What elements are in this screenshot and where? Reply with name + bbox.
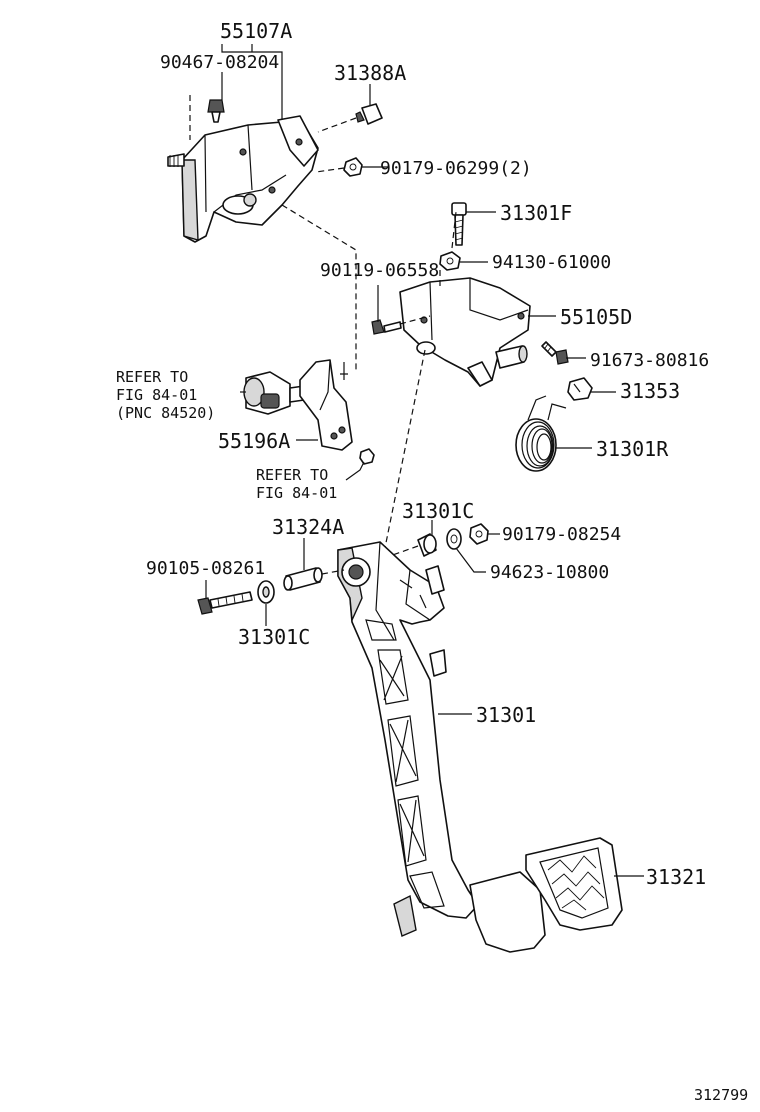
label-90179-06299: 90179-06299(2)	[380, 158, 532, 179]
label-refer-to-1: REFER TO	[116, 368, 188, 386]
pedal-pad-31321	[525, 837, 623, 931]
figure-id: 312799	[694, 1086, 748, 1104]
label-90467-08204: 90467-08204	[160, 52, 279, 73]
label-90105-08261: 90105-08261	[146, 558, 265, 579]
label-55107A: 55107A	[220, 19, 292, 43]
nut-90179-06299	[315, 157, 363, 177]
spring-31301R	[515, 395, 567, 472]
label-31301C-bottom: 31301C	[238, 625, 310, 649]
bolt-90119-06558	[371, 285, 431, 335]
label-90179-08254: 90179-08254	[502, 524, 621, 545]
label-90119-06558: 90119-06558	[320, 260, 439, 281]
label-31353: 31353	[620, 379, 680, 403]
label-31324A: 31324A	[272, 515, 344, 539]
label-31321: 31321	[646, 865, 706, 889]
bolt-31388A	[317, 103, 383, 133]
label-refer-to-2: REFER TO	[256, 466, 328, 484]
washer-94623-10800	[446, 528, 462, 550]
label-31301F: 31301F	[500, 201, 572, 225]
bracket-55107A	[167, 115, 319, 243]
leader-lines	[205, 44, 644, 877]
bolt-91673-80816	[541, 341, 569, 365]
bolt-90105-08261	[197, 591, 253, 615]
bracket-55105D	[399, 277, 531, 387]
label-31301R: 31301R	[596, 437, 669, 461]
brake-pedal-31301	[337, 541, 546, 953]
label-55105D: 55105D	[560, 305, 632, 329]
label-fig-84-01-1: FIG 84-01	[116, 386, 197, 404]
label-94623-10800: 94623-10800	[490, 562, 609, 583]
label-fig-84-01-2: FIG 84-01	[256, 484, 337, 502]
label-94130-61000: 94130-61000	[492, 252, 611, 273]
label-pnc-84520: (PNC 84520)	[116, 404, 215, 422]
bushing-31301C-bottom	[257, 580, 275, 604]
label-31388A: 31388A	[334, 61, 406, 85]
bushing-31301C-top	[389, 533, 437, 557]
label-91673-80816: 91673-80816	[590, 350, 709, 371]
bolt-90467-08204	[189, 95, 225, 140]
label-55196A: 55196A	[218, 429, 290, 453]
nut-90179-08254	[469, 523, 489, 545]
collar-31324A	[283, 567, 345, 591]
bolt-31301F	[451, 202, 467, 246]
part-labels: 55107A 90467-08204 31388A 90179-06299(2)…	[116, 19, 748, 1104]
label-31301: 31301	[476, 703, 536, 727]
clip-31353	[567, 377, 593, 401]
switch-assembly	[243, 371, 305, 415]
nut-refer-84-01	[359, 448, 375, 465]
nut-94130-61000	[439, 251, 461, 271]
label-31301C-top: 31301C	[402, 499, 474, 523]
bracket-55196A	[299, 359, 353, 451]
